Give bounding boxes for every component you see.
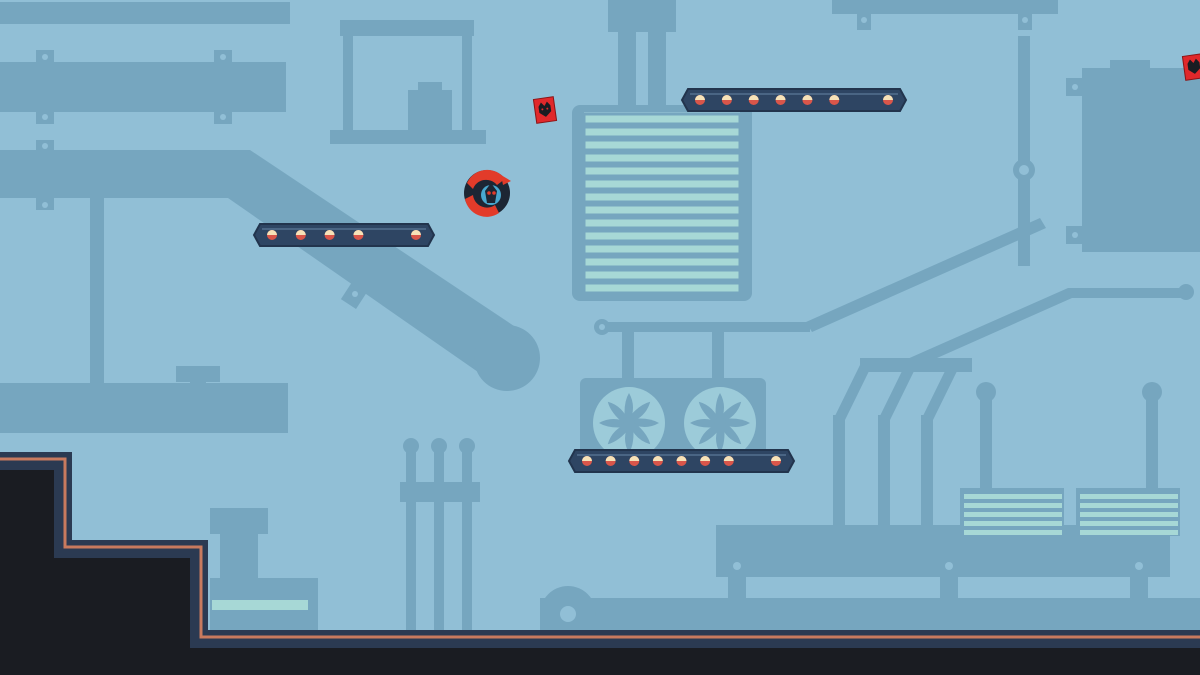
platform-light [775,95,786,105]
platform-light [411,230,421,240]
platform-light [883,95,893,105]
machinery-details [42,17,1178,622]
platform-light [582,456,592,466]
platform-light [295,230,306,240]
platform-light [771,456,781,466]
fox-face-icon [538,101,552,117]
platform-left [252,223,436,247]
ninja-fox-ball-icon [464,169,511,217]
platform-light [748,95,759,105]
fan-icon [684,387,756,459]
platform-light [324,230,335,240]
platform-light [700,456,711,466]
red-card-collectible[interactable] [1181,53,1200,81]
platform-light [629,456,640,466]
platform-bottom [567,449,796,473]
platform-light [353,230,364,240]
red-card-collectible[interactable] [532,96,558,124]
platform-light [721,95,732,105]
platform-light [802,95,813,105]
player-character[interactable] [464,169,511,217]
fan-icon [593,387,665,459]
platform-light [829,95,840,105]
platform-light [723,456,734,466]
platform-top [680,88,908,112]
fox-face-icon [1187,58,1200,74]
platform-light [605,456,616,466]
platform-light [695,95,705,105]
platform-light [652,456,663,466]
platform-light [267,230,277,240]
platform-light [676,456,687,466]
platforms [252,88,908,473]
ground-terrain [0,452,1200,675]
